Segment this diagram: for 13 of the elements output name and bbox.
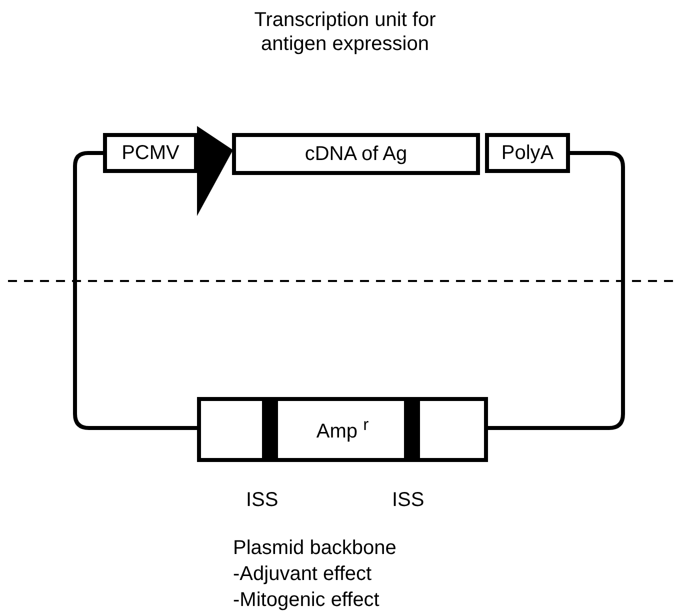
iss-label: ISS: [246, 488, 278, 512]
polya-box: PolyA: [485, 133, 570, 173]
resistance-gene-box: Amp $^{r}$: [197, 397, 488, 462]
title: Transcription unit for antigen expression: [253, 8, 437, 56]
iss-label: ISS: [392, 488, 424, 512]
promoter-arrow: [197, 126, 233, 216]
promoter-box: PCMV: [103, 133, 198, 173]
plasmid-backbone-line: [73, 151, 197, 430]
plasmid-backbone-line: [488, 151, 625, 430]
gene-box: cDNA of Ag: [232, 133, 480, 175]
note-text: -Adjuvant effect: [233, 562, 372, 586]
note-text: Plasmid backbone: [233, 536, 396, 560]
note-text: -Mitogenic effect: [233, 588, 380, 612]
